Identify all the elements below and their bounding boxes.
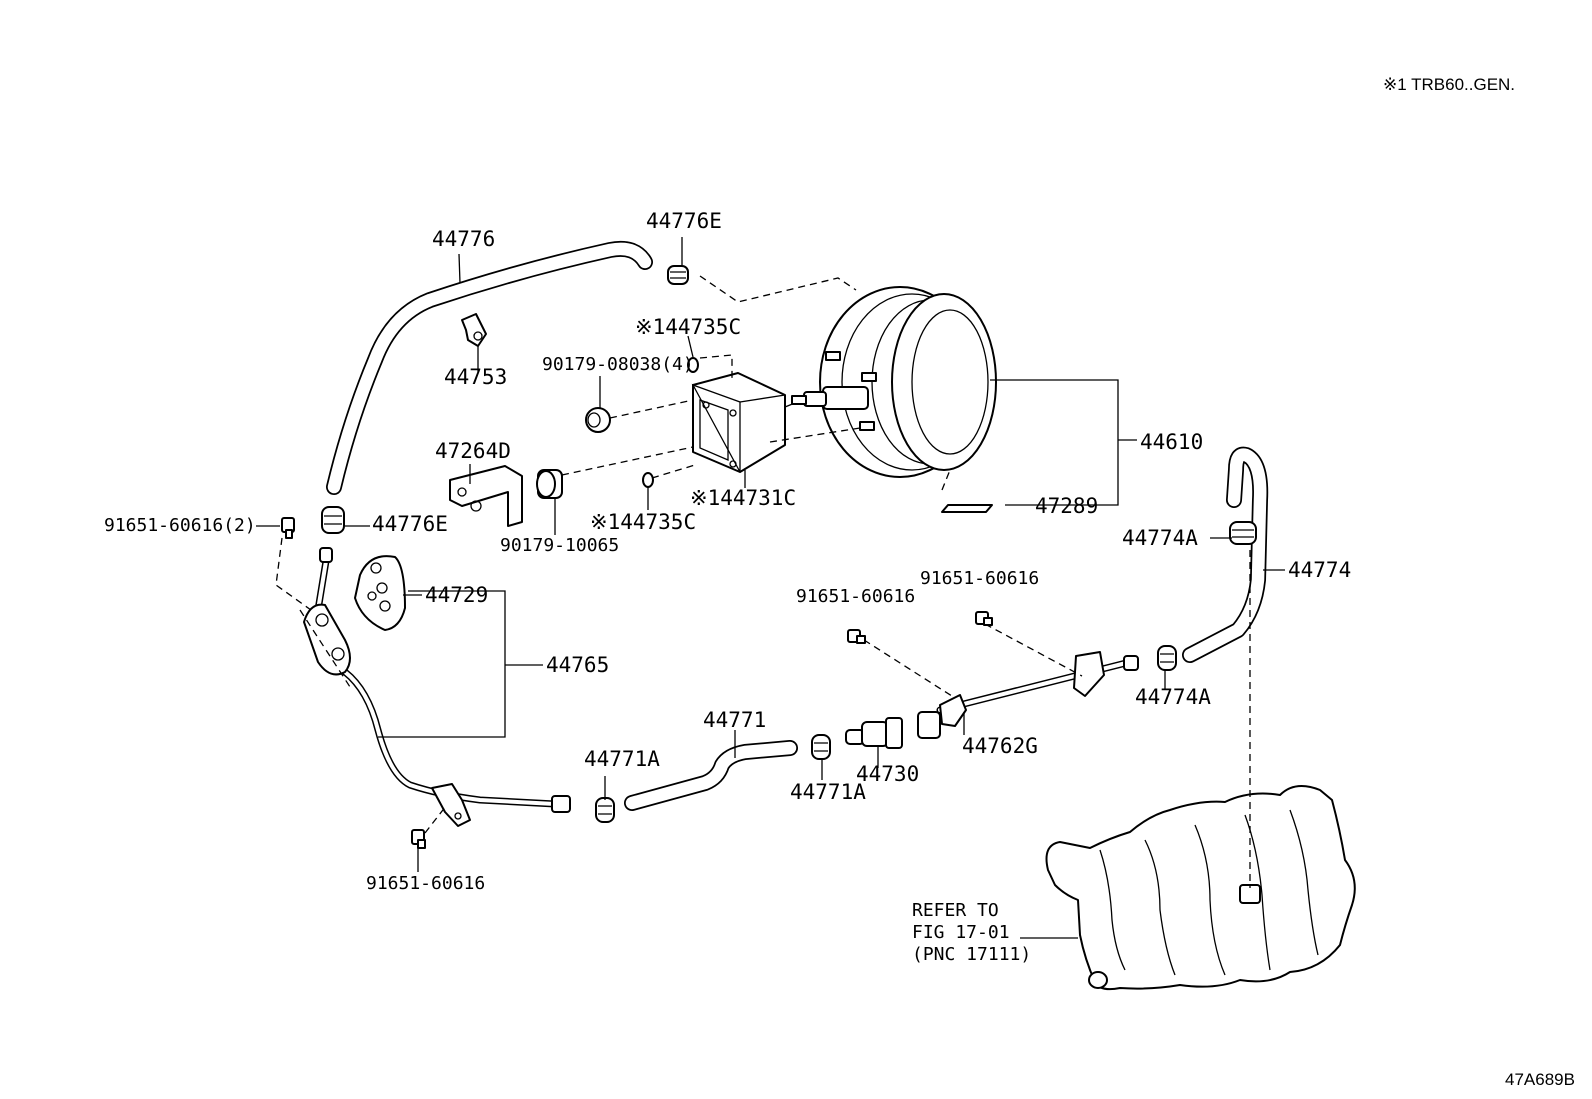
- refer-note-line2: FIG 17-01: [912, 922, 1010, 943]
- label-44729: 44729: [425, 583, 488, 607]
- clamp-44776E-top: [667, 265, 689, 285]
- plate-44729: [354, 555, 406, 631]
- label-44771A-left: 44771A: [584, 747, 660, 771]
- label-47289: 47289: [1035, 494, 1098, 518]
- label-91651-60616-2: 91651-60616(2): [104, 515, 256, 536]
- nut-90179-10065: [536, 469, 563, 499]
- bolt-91651-60616-b: [975, 611, 993, 626]
- clamp-44776E-left: [321, 506, 345, 534]
- label-44776: 44776: [432, 227, 495, 251]
- label-44735C-bottom: ※144735C: [590, 510, 696, 534]
- washer-44735C-top: [687, 357, 699, 373]
- refer-note-line1: REFER TO: [912, 900, 999, 921]
- bracket-47264D: [449, 465, 523, 527]
- check-valve-44730: [845, 717, 903, 749]
- clamp-44774A-top: [1229, 521, 1257, 545]
- label-44735C-top: ※144735C: [635, 315, 741, 339]
- label-44774: 44774: [1288, 558, 1351, 582]
- clamp-44774A-right: [1157, 645, 1177, 671]
- footnote-text: ※1 TRB60..GEN.: [1383, 75, 1515, 94]
- label-44765: 44765: [546, 653, 609, 677]
- gasket-47289: [941, 504, 993, 513]
- label-44776E-left: 44776E: [372, 512, 448, 536]
- figure-code: 47A689B: [1505, 1070, 1575, 1089]
- label-91651-60616-b: 91651-60616: [920, 568, 1039, 589]
- nut-90179-08038: [585, 407, 611, 433]
- label-91651-60616-c: 91651-60616: [366, 873, 485, 894]
- hose-44776: [326, 240, 653, 495]
- label-44610: 44610: [1140, 430, 1203, 454]
- label-44730: 44730: [856, 762, 919, 786]
- label-90179-08038: 90179-08038(4): [542, 354, 694, 375]
- label-44774A-top: 44774A: [1122, 526, 1198, 550]
- clamp-44771A-left: [595, 797, 615, 823]
- label-44774A-right: 44774A: [1135, 685, 1211, 709]
- label-47264D: 47264D: [435, 439, 511, 463]
- label-44753: 44753: [444, 365, 507, 389]
- brake-booster-44610: [791, 286, 997, 478]
- label-90179-10065: 90179-10065: [500, 535, 619, 556]
- label-44776E-top: 44776E: [646, 209, 722, 233]
- bolt-91651-60616-2: [281, 517, 295, 539]
- bolt-91651-60616-a: [847, 629, 866, 644]
- pipe-44762G: [917, 651, 1139, 739]
- bolt-91651-60616-bottom: [411, 829, 426, 849]
- hose-44771: [624, 740, 798, 811]
- clamp-44771A-mid: [811, 734, 831, 760]
- label-44762G: 44762G: [962, 734, 1038, 758]
- spacer-44731C: [691, 372, 786, 473]
- pipe-44765: [303, 547, 571, 827]
- refer-note-line3: (PNC 17111): [912, 944, 1031, 965]
- label-91651-60616-a: 91651-60616: [796, 586, 915, 607]
- clip-44753: [461, 313, 487, 347]
- washer-44735C-bottom: [642, 472, 654, 488]
- intake-manifold: [1045, 785, 1356, 991]
- label-44771A-mid: 44771A: [790, 780, 866, 804]
- label-44771: 44771: [703, 708, 766, 732]
- label-44731C: ※144731C: [690, 486, 796, 510]
